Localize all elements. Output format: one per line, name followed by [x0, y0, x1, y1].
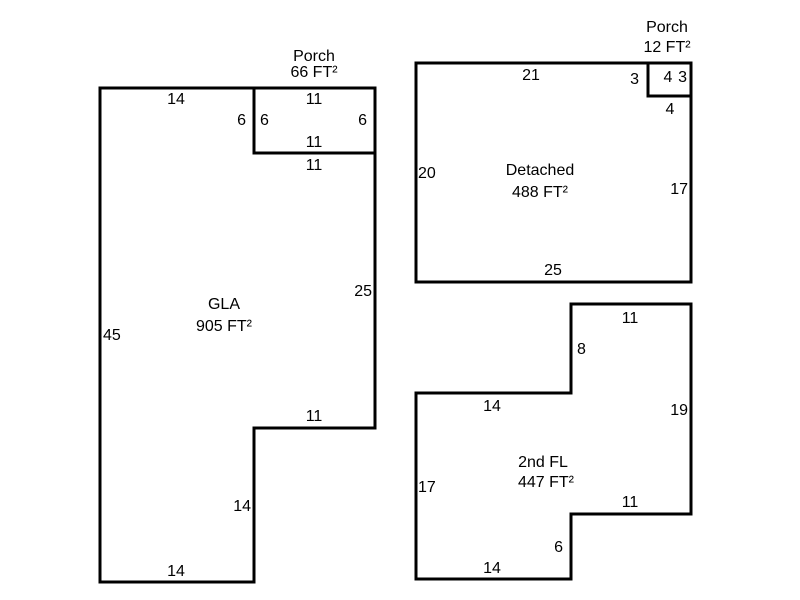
- area-porch-front[interactable]: Porch 66 FT² 11 6 11 6: [252, 48, 377, 155]
- detached-dim-right: 17: [670, 181, 688, 198]
- gla-dim-inner-vertical: 14: [233, 498, 251, 515]
- area-second-floor[interactable]: 2nd FL 447 FT² 11 8 19 14 11 17 6 14: [414, 302, 693, 581]
- detached-label: Detached: [506, 162, 575, 179]
- area-gla[interactable]: GLA 905 FT² 14 6 11 25 11 14 14 45: [98, 86, 377, 584]
- gla-area: 905 FT²: [196, 318, 253, 335]
- porch-small-area: 12 FT²: [643, 39, 691, 56]
- porch-front-dim-right: 6: [358, 112, 367, 129]
- porch-front-area: 66 FT²: [290, 64, 338, 81]
- second-floor-dim-left: 17: [418, 479, 436, 496]
- area-porch-small[interactable]: Porch 12 FT² 4 3 4: [643, 19, 693, 118]
- porch-front-outline: [252, 86, 377, 155]
- second-floor-area: 447 FT²: [518, 474, 575, 491]
- porch-small-dim-bottom: 4: [666, 101, 675, 118]
- gla-dim-step: 11: [306, 408, 323, 425]
- porch-small-dim-right: 3: [678, 69, 687, 86]
- gla-dim-bottom: 14: [167, 563, 185, 580]
- gla-dim-porch-bottom: 11: [306, 157, 323, 174]
- second-floor-dim-step-bottom: 11: [622, 494, 639, 511]
- porch-front-label: Porch: [293, 48, 335, 65]
- detached-area: 488 FT²: [512, 184, 569, 201]
- second-floor-outline: [414, 302, 693, 581]
- second-floor-dim-step-top: 14: [483, 398, 501, 415]
- porch-front-dim-bottom: 11: [306, 134, 323, 151]
- porch-front-dim-left: 6: [260, 112, 269, 129]
- detached-outline: [414, 61, 693, 284]
- second-floor-dim-upper-left: 8: [577, 341, 586, 358]
- porch-front-dim-top: 11: [306, 91, 323, 108]
- porch-small-outline: [646, 61, 693, 98]
- detached-dim-porch-left: 3: [630, 71, 639, 88]
- gla-dim-top: 14: [167, 91, 185, 108]
- detached-dim-left: 20: [418, 165, 436, 182]
- second-floor-dim-right: 19: [670, 402, 688, 419]
- gla-dim-right: 25: [354, 283, 372, 300]
- porch-small-label: Porch: [646, 19, 688, 36]
- second-floor-dim-top: 11: [622, 310, 639, 327]
- second-floor-label: 2nd FL: [518, 454, 568, 471]
- gla-dim-left: 45: [103, 327, 121, 344]
- second-floor-dim-bottom: 14: [483, 560, 501, 577]
- detached-dim-top: 21: [522, 67, 540, 84]
- porch-small-dim-top: 4: [664, 69, 673, 86]
- detached-dim-bottom: 25: [544, 262, 562, 279]
- area-detached[interactable]: Detached 488 FT² 21 3 17 25 20: [414, 61, 693, 284]
- gla-label: GLA: [208, 296, 240, 313]
- second-floor-dim-lower-inner: 6: [554, 539, 563, 556]
- gla-dim-porch-left: 6: [237, 112, 246, 129]
